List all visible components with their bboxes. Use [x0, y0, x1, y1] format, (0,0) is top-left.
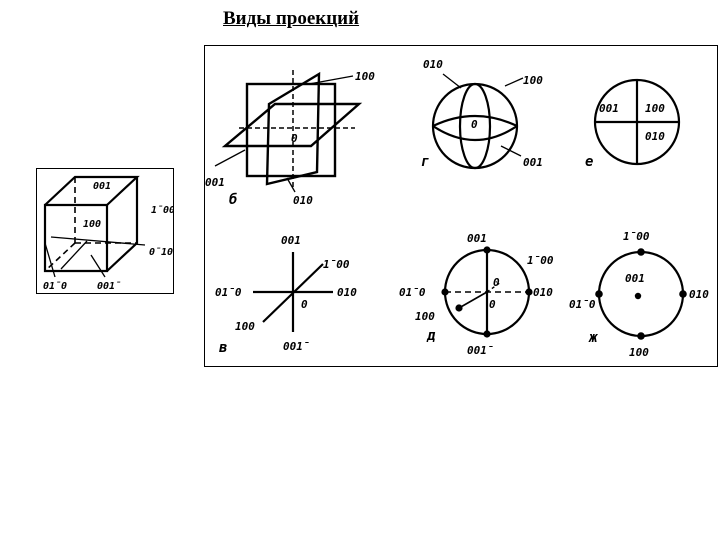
sphere-pointer [442, 73, 462, 89]
circle-zh-point [637, 332, 645, 340]
axes-label-upper-right: 1̄00 [323, 258, 350, 271]
cube-pointer-line [90, 254, 106, 278]
cube-pointer-line [44, 242, 56, 278]
circle-zh-label-left: 01̄0 [569, 298, 596, 311]
axes-label-right: 010 [337, 286, 357, 299]
axes-diagram: 001 1̄00 01̄0 010 0 100 001̄ в [215, 234, 357, 356]
circle-d-label-upper-center: 0 [493, 276, 500, 289]
cube-diagram: 001 1̄00 100 0̄10 01̄0 001̄ [43, 175, 174, 292]
cube-label-bottom-left: 01̄0 [43, 281, 67, 292]
cube-diagram-frame: 001 1̄00 100 0̄10 01̄0 001̄ [36, 168, 174, 294]
sphere-label-bottom: 001 [523, 156, 543, 169]
sphere-pointer [504, 77, 524, 87]
circle-zh-label-right: 010 [689, 288, 709, 301]
circle-e-letter: е [585, 154, 593, 170]
axes-label-left: 01̄0 [215, 286, 242, 299]
circle-d-letter: д [426, 328, 436, 344]
cube-label-bottom: 001̄ [97, 281, 121, 292]
circle-d-label-bottom: 001̄ [467, 344, 494, 357]
projections-frame: 100 0 001 010 б 010 100 0 001 г [204, 45, 718, 367]
sphere-label-top: 010 [423, 58, 443, 71]
sphere-pointer [500, 145, 522, 157]
plane-horizontal [221, 102, 363, 148]
axes-letter: в [219, 340, 227, 356]
circle-d-label-right: 010 [533, 286, 553, 299]
sphere-label-right: 100 [523, 74, 543, 87]
circle-d-label-top: 001 [467, 232, 487, 245]
circle-zh-label-top: 1̄00 [623, 230, 650, 243]
axes-label-lower-left: 100 [235, 320, 255, 333]
circle-zh-label-bottom: 100 [629, 346, 649, 359]
cube-hidden-edge [44, 242, 76, 272]
circle-zh-label-center: 001 [625, 272, 645, 285]
circle-zh-point [679, 290, 687, 298]
planes-pointer [286, 177, 296, 193]
circle-d-label-center: 0 [489, 298, 496, 311]
circle-d-diagonal [458, 291, 488, 309]
circle-e-diagram: 001 100 010 е [585, 78, 681, 170]
axes-label-bottom: 001̄ [283, 340, 310, 353]
sphere-letter: г [421, 154, 429, 170]
circle-d-point [483, 330, 491, 338]
planes-letter: б [229, 192, 237, 208]
axes-diagonal [262, 263, 324, 323]
cube-label-right: 1̄00 [151, 205, 174, 216]
circle-d-point [483, 246, 491, 254]
circle-d-label-lower-left: 100 [415, 310, 435, 323]
axes-label-top: 001 [281, 234, 301, 247]
sphere-diagram: 010 100 0 001 г [421, 58, 543, 170]
planes-pointer [308, 75, 354, 85]
circle-zh-diagram: 1̄00 001 01̄0 010 100 ж [569, 230, 709, 359]
sphere-label-center: 0 [471, 118, 478, 131]
cube-label-side: 0̄10 [149, 247, 173, 258]
circle-zh-outline [597, 250, 685, 338]
cube-top-face [44, 175, 140, 206]
circle-d-point [525, 288, 533, 296]
cube-label-top: 001 [93, 181, 111, 192]
circle-zh-letter: ж [588, 330, 599, 346]
planes-pointer [214, 149, 246, 167]
circle-zh-center-point [634, 292, 642, 300]
circle-d-label-left: 01̄0 [399, 286, 426, 299]
planes-label-bottom: 010 [293, 194, 313, 207]
sphere-meridian [458, 82, 492, 170]
sphere-equator-back [432, 114, 518, 127]
circle-zh-point [595, 290, 603, 298]
planes-label-center: 0 [291, 132, 298, 145]
circle-e-label-lower-right: 010 [645, 130, 665, 143]
plane-vertical [245, 82, 337, 178]
cube-axis-line [50, 236, 146, 246]
circle-zh-point [637, 248, 645, 256]
cube-front-face [43, 203, 109, 273]
axes-label-center: 0 [301, 298, 308, 311]
circle-d-point [455, 304, 463, 312]
sphere-equator-front [432, 125, 518, 142]
planes-label-left: 001 [205, 176, 225, 189]
cube-axis-line [60, 240, 88, 270]
circle-d-diagonal-dashed [486, 281, 502, 293]
circle-d-point [441, 288, 449, 296]
projections-diagram: 100 0 001 010 б 010 100 0 001 г [205, 58, 709, 359]
circle-e-label-right: 100 [645, 102, 665, 115]
circle-e-label-left: 001 [599, 102, 619, 115]
planes-diagram: 100 0 001 010 б [205, 70, 375, 208]
cube-label-front: 100 [83, 219, 101, 230]
circle-d-label-upper-right: 1̄00 [527, 254, 554, 267]
circle-d-diagram: 001 1̄00 010 01̄0 0 0 100 001̄ д [399, 232, 554, 357]
plane-oblique [265, 71, 321, 186]
planes-label-top: 100 [355, 70, 375, 83]
page-title: Виды проекций [223, 8, 360, 29]
